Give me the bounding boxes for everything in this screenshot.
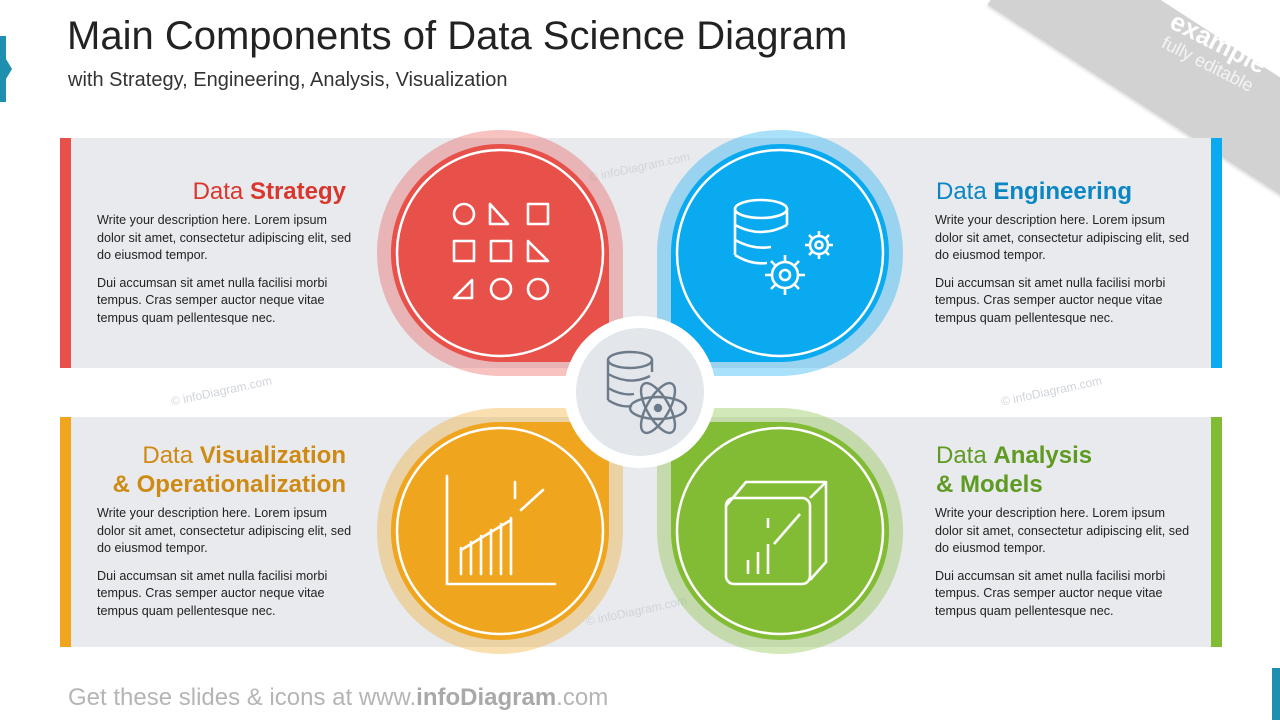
visualization-title-line2: & Operationalization	[112, 471, 346, 498]
bar-chart-trend-icon	[445, 474, 557, 586]
visualization-ring	[395, 426, 605, 636]
visualization-stripe	[60, 417, 71, 647]
engineering-title: Data Engineering	[936, 177, 1132, 206]
engineering-title-light: Data	[936, 178, 987, 205]
visualization-paragraph-2: Dui accumsan sit amet nulla facilisi mor…	[97, 568, 328, 618]
accent-tab	[0, 36, 12, 102]
page-title: Main Components of Data Science Diagram	[67, 14, 848, 58]
strategy-title-bold: Strategy	[249, 178, 346, 205]
shapes-grid-icon	[452, 202, 550, 301]
analysis-ring	[675, 426, 885, 636]
cube-chart-icon	[724, 480, 828, 586]
database-gears-icon	[733, 198, 833, 295]
strategy-title-light: Data	[192, 178, 244, 205]
analysis-stripe	[1211, 417, 1222, 647]
engineering-stripe	[1211, 138, 1222, 368]
analysis-title-light: Data	[936, 442, 987, 469]
visualization-title: Data Visualization & Operationalization	[113, 441, 346, 499]
engineering-title-bold: Engineering	[993, 178, 1133, 205]
strategy-petal	[390, 144, 609, 362]
analysis-title-bold: Analysis	[993, 442, 1093, 469]
strategy-paragraph-2: Dui accumsan sit amet nulla facilisi mor…	[97, 275, 328, 325]
strategy-paragraph-1: Write your description here. Lorem ipsum…	[97, 213, 352, 262]
analysis-title-line2: & Models	[936, 471, 1043, 498]
strategy-stripe	[60, 138, 71, 368]
analysis-petal	[671, 422, 890, 640]
visualization-description: Write your description here. Lorem ipsum…	[97, 505, 352, 630]
analysis-description: Write your description here. Lorem ipsum…	[935, 505, 1190, 630]
engineering-paragraph-1: Write your description here. Lorem ipsum…	[935, 213, 1190, 262]
visualization-title-bold: Visualization	[199, 442, 346, 469]
footer-prefix: Get these slides & icons at www.	[68, 684, 417, 711]
analysis-title: Data Analysis & Models	[936, 441, 1092, 499]
footer-brand: infoDiagram	[416, 684, 557, 711]
footer-suffix: .com	[556, 684, 609, 711]
visualization-paragraph-1: Write your description here. Lorem ipsum…	[97, 506, 352, 555]
footer-link[interactable]: Get these slides & icons at www.infoDiag…	[68, 684, 608, 712]
strategy-description: Write your description here. Lorem ipsum…	[97, 212, 352, 337]
page-subtitle: with Strategy, Engineering, Analysis, Vi…	[68, 69, 508, 91]
engineering-paragraph-2: Dui accumsan sit amet nulla facilisi mor…	[935, 275, 1166, 325]
corner-bar	[1272, 668, 1280, 720]
database-atom-icon	[606, 350, 688, 435]
engineering-petal	[671, 144, 889, 362]
visualization-title-light: Data	[142, 442, 194, 469]
strategy-ring	[395, 148, 605, 358]
analysis-paragraph-1: Write your description here. Lorem ipsum…	[935, 506, 1190, 555]
strategy-title: Data Strategy	[193, 177, 346, 206]
analysis-paragraph-2: Dui accumsan sit amet nulla facilisi mor…	[935, 568, 1166, 618]
engineering-description: Write your description here. Lorem ipsum…	[935, 212, 1190, 337]
engineering-ring	[675, 148, 885, 358]
